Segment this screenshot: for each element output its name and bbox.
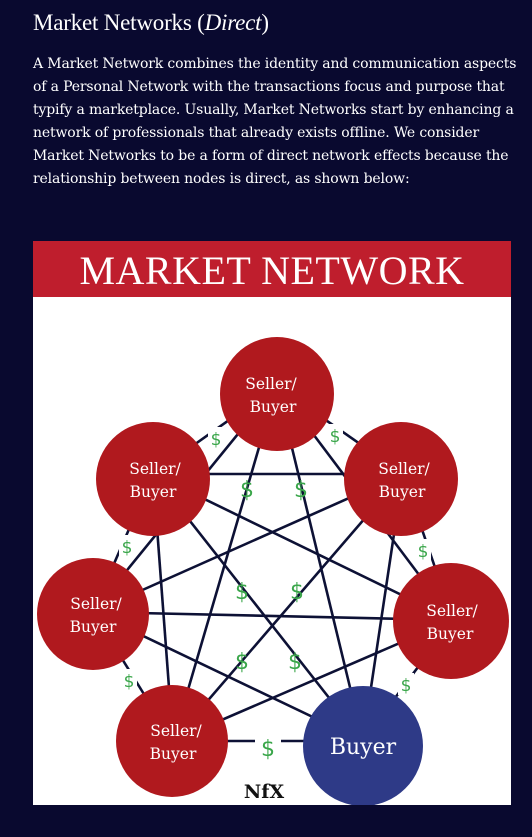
transaction-markers: $ $ $ $ $ $ $ $ $ $ $ $ $ — [119, 424, 431, 762]
node-upper-right: Seller/ Buyer — [344, 422, 458, 536]
banner — [33, 241, 511, 297]
svg-text:Buyer: Buyer — [150, 745, 197, 763]
svg-text:Buyer: Buyer — [427, 625, 474, 643]
dollar-icon: $ — [235, 650, 249, 675]
nfx-logo: NfX — [244, 781, 285, 803]
svg-text:Buyer: Buyer — [130, 483, 177, 501]
dollar-icon: $ — [294, 478, 308, 503]
svg-text:Seller/: Seller/ — [70, 595, 122, 613]
banner-title: MARKET NETWORK — [79, 248, 464, 293]
node-lower-left: Seller/ Buyer — [116, 685, 228, 797]
title-emphasis: Direct — [204, 10, 262, 35]
intro-paragraph: A Market Network combines the identity a… — [33, 56, 517, 187]
svg-text:Buyer: Buyer — [250, 398, 297, 416]
svg-text:Seller/: Seller/ — [245, 375, 297, 393]
dollar-icon: $ — [240, 478, 254, 503]
node-left: Seller/ Buyer — [37, 558, 149, 670]
node-right: Seller/ Buyer — [393, 563, 509, 679]
svg-text:Seller/: Seller/ — [129, 460, 181, 478]
svg-text:NfX: NfX — [244, 781, 285, 803]
svg-text:Buyer: Buyer — [379, 483, 426, 501]
node-top: Seller/ Buyer — [220, 337, 334, 451]
dollar-icon: $ — [261, 737, 275, 762]
svg-text:Buyer: Buyer — [330, 735, 397, 760]
svg-text:Seller/: Seller/ — [426, 602, 478, 620]
section-title: Market Networks (Direct) — [33, 10, 269, 35]
node-upper-left: Seller/ Buyer — [96, 422, 210, 536]
node-buyer: Buyer — [303, 686, 423, 805]
dollar-icon: $ — [124, 672, 135, 692]
dollar-icon: $ — [288, 650, 302, 675]
dollar-icon: $ — [401, 676, 412, 696]
dollar-icon: $ — [122, 538, 133, 558]
svg-text:Seller/: Seller/ — [378, 460, 430, 478]
svg-text:Seller/: Seller/ — [150, 722, 202, 740]
svg-text:Buyer: Buyer — [70, 618, 117, 636]
dollar-icon: $ — [330, 427, 341, 447]
dollar-icon: $ — [211, 430, 222, 450]
dollar-icon: $ — [418, 542, 429, 562]
market-network-diagram: MARKET NETWORK — [33, 241, 511, 805]
dollar-icon: $ — [235, 580, 249, 605]
dollar-icon: $ — [290, 580, 304, 605]
